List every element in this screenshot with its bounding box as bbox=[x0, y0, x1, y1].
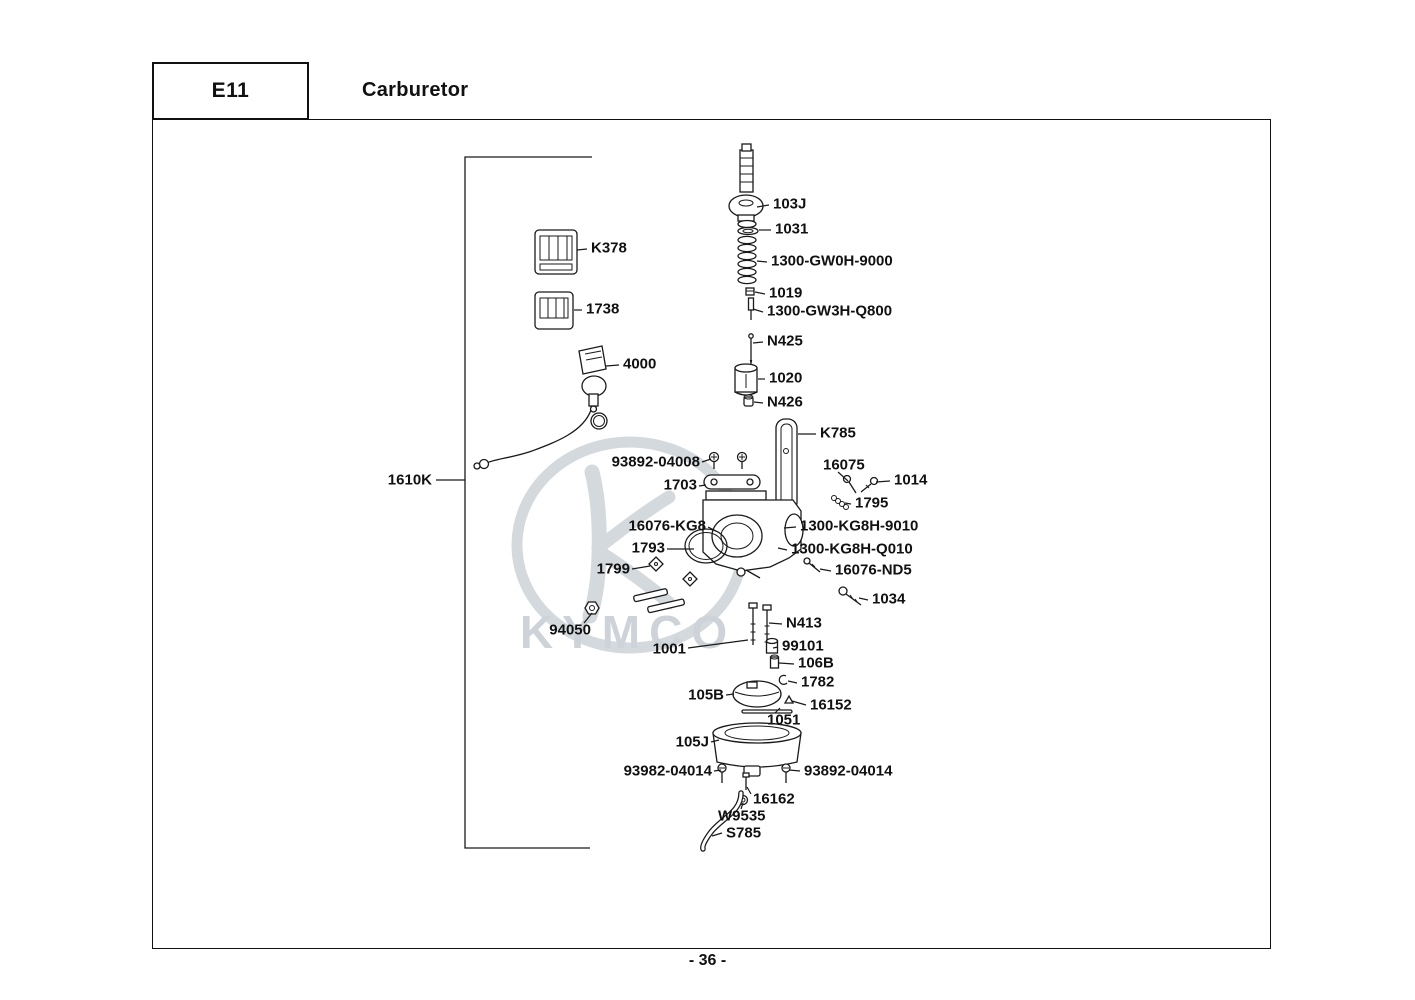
leader-line-93892-04008 bbox=[701, 458, 712, 463]
section-code: E11 bbox=[211, 79, 250, 102]
part-n425-needle bbox=[748, 333, 754, 367]
part-screws-93892-04008 bbox=[708, 451, 748, 469]
leader-line-16076-nd5 bbox=[819, 568, 832, 572]
section-code-box: E11 bbox=[152, 62, 309, 120]
leader-line-99101 bbox=[772, 646, 779, 649]
part-1738-connector bbox=[534, 291, 574, 330]
diagram-frame bbox=[152, 119, 1271, 949]
leader-line-16076-kg8 bbox=[707, 526, 717, 532]
part-1031-washer bbox=[737, 226, 759, 236]
leader-line-k378 bbox=[576, 248, 588, 251]
part-bowl-screws bbox=[717, 763, 791, 783]
leader-line-16162 bbox=[746, 786, 752, 795]
leader-line-1014 bbox=[875, 480, 891, 483]
group-bracket-1610k bbox=[464, 156, 592, 849]
part-105j-float-bowl bbox=[712, 722, 802, 777]
part-16076-kg8-oring bbox=[684, 528, 728, 564]
part-106b-jet bbox=[769, 654, 780, 669]
leader-line-w9535 bbox=[740, 802, 744, 810]
part-1799-clips bbox=[648, 556, 698, 587]
part-4000-sensor-cable bbox=[473, 345, 607, 470]
leader-line-1034 bbox=[858, 597, 869, 601]
part-n426 bbox=[743, 394, 754, 407]
leader-line-s785 bbox=[711, 832, 723, 837]
part-k378-connector bbox=[534, 229, 578, 275]
part-1019-clip bbox=[745, 287, 755, 296]
part-k785-tube bbox=[775, 418, 798, 512]
leader-line-1300-gw3h-q800 bbox=[752, 308, 764, 313]
leader-line-93982-04014 bbox=[713, 769, 722, 772]
part-103j-cap bbox=[728, 194, 764, 229]
leader-line-105j bbox=[710, 739, 720, 743]
part-1703-top-cap bbox=[703, 474, 761, 490]
leader-line-n425 bbox=[752, 341, 764, 344]
leader-line-1782 bbox=[787, 680, 798, 684]
leader-line-1703 bbox=[698, 484, 707, 487]
leader-line-1795 bbox=[844, 502, 852, 505]
leader-line-16075 bbox=[837, 471, 849, 482]
part-94050-nut-studs bbox=[584, 588, 685, 615]
part-105b-float bbox=[732, 680, 782, 708]
part-16076-nd5-screw bbox=[803, 557, 821, 573]
leader-line-94050 bbox=[583, 612, 593, 624]
part-1020-throttle-valve bbox=[734, 363, 758, 396]
leader-line-1300-gw0h-9000 bbox=[756, 260, 768, 263]
leader-line-106b bbox=[778, 662, 795, 665]
leader-line-1051 bbox=[774, 707, 781, 714]
part-needle-seat-q800 bbox=[747, 297, 755, 320]
leader-line-1001 bbox=[687, 639, 749, 649]
leader-line-103j bbox=[756, 204, 770, 208]
page-number: - 36 - bbox=[688, 952, 727, 969]
leader-line-n426 bbox=[753, 401, 764, 404]
part-16162-drain-screw bbox=[742, 772, 750, 790]
page-title: Carburetor bbox=[362, 79, 469, 101]
leader-line-1019 bbox=[754, 291, 766, 295]
part-carburetor-body bbox=[702, 490, 804, 579]
watermark-text: KYMCO bbox=[520, 606, 736, 658]
leader-line-1799 bbox=[631, 565, 651, 570]
part-16075-screw bbox=[842, 474, 857, 494]
part-cable-adjuster bbox=[739, 143, 754, 193]
leader-line-4000 bbox=[605, 364, 620, 367]
part-1034-screw bbox=[838, 586, 862, 606]
leader-line-1300-kg8h-9010 bbox=[783, 526, 797, 529]
part-1782-clip bbox=[778, 674, 788, 686]
part-1014-screw bbox=[860, 476, 879, 493]
part-1795-spring bbox=[831, 495, 849, 510]
leader-line-16152 bbox=[791, 700, 807, 706]
part-oring-small bbox=[590, 412, 608, 430]
part-16152-needle-valve bbox=[783, 694, 795, 704]
part-s785-drain-tube bbox=[700, 790, 744, 852]
part-1051-float-pin bbox=[741, 709, 793, 714]
leader-line-105b bbox=[725, 693, 735, 696]
leader-line-n413 bbox=[768, 622, 783, 625]
part-spring-gw0h bbox=[737, 235, 757, 285]
leader-line-93892-04014 bbox=[788, 769, 801, 772]
leader-line-1300-kg8h-q010 bbox=[777, 547, 788, 551]
